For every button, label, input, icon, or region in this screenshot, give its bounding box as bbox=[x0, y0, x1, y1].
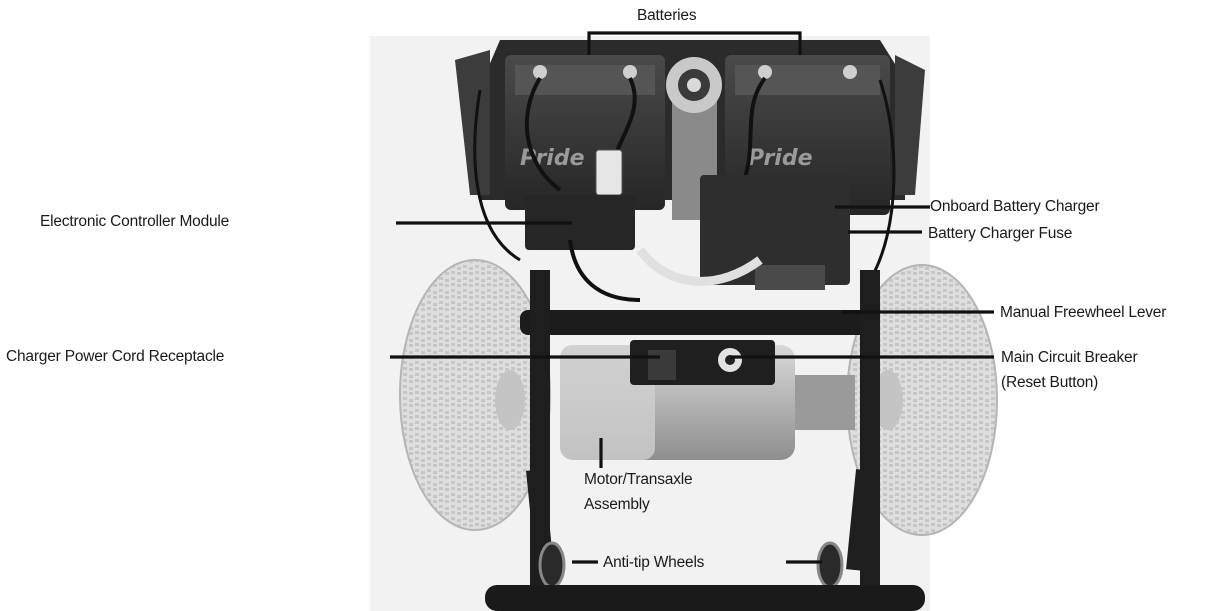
charger-box-body bbox=[700, 175, 850, 285]
frame-left-upright bbox=[455, 50, 490, 195]
controller-module-label: Electronic Controller Module bbox=[40, 213, 230, 230]
leader-lines bbox=[390, 31, 994, 564]
batteries-bracket bbox=[587, 31, 802, 55]
charger-receptacle-label: Charger Power Cord Receptacle bbox=[6, 348, 225, 365]
rear-frame-bar bbox=[520, 310, 880, 335]
frame-right-upright bbox=[895, 55, 925, 195]
motor-label-line1: Motor/Transaxle bbox=[584, 471, 693, 488]
rear-bumper-bar bbox=[485, 585, 925, 611]
charger-fuse-label: Battery Charger Fuse bbox=[928, 225, 1073, 242]
tire-left bbox=[399, 259, 551, 531]
anti-tip-wheels-label: Anti-tip Wheels bbox=[603, 554, 705, 571]
batteries-label: Batteries bbox=[637, 7, 697, 24]
motor-transaxle bbox=[560, 340, 855, 460]
circuit-breaker-label-line2: (Reset Button) bbox=[1001, 374, 1099, 391]
onboard-charger-label: Onboard Battery Charger bbox=[930, 198, 1100, 215]
controller-module-body bbox=[525, 195, 635, 250]
circuit-breaker-label-line1: Main Circuit Breaker bbox=[1001, 349, 1138, 366]
battery-left: Pride bbox=[505, 55, 665, 210]
anti-tip-wheel-right bbox=[816, 541, 844, 589]
motor-label-line2: Assembly bbox=[584, 496, 650, 513]
anti-tip-wheel-left bbox=[538, 541, 566, 589]
battery-brand-right: Pride bbox=[748, 146, 813, 171]
freewheel-lever-label: Manual Freewheel Lever bbox=[1000, 304, 1167, 321]
